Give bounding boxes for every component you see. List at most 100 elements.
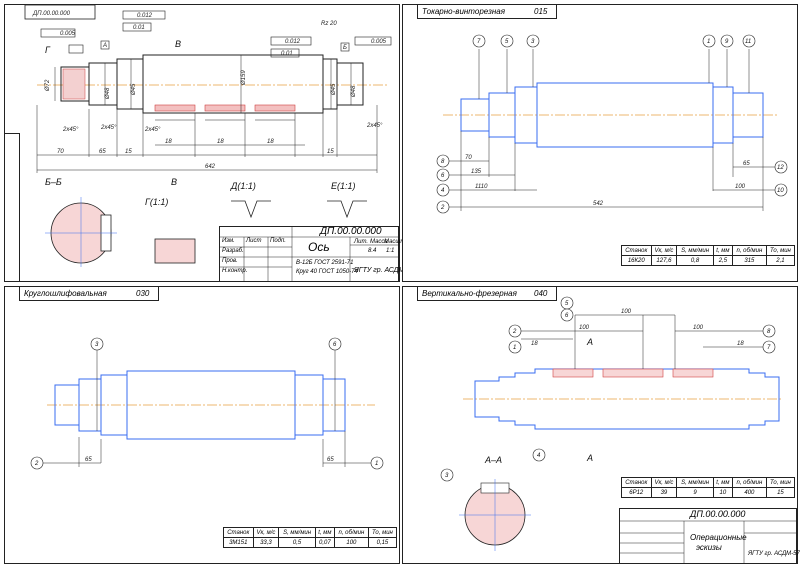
op-040-number: 040 [534,289,548,298]
dim-len-7: 15 [327,149,334,155]
op040-section-label: А–А [484,455,502,465]
view-g-label: Г [45,45,51,55]
op015-v2: 0,8 [676,255,714,266]
op040-balloon-8: 8 [767,329,771,335]
op015-balloon-1: 1 [707,39,710,45]
op-040-shaft [474,368,780,430]
tol-1: 0.005 [60,31,76,37]
op015-h0: Станок [621,245,652,256]
op040-h4: n, об/мин [731,477,767,488]
title-row-5: Разраб. [222,248,244,254]
keyway-hatch [154,104,296,112]
left-stamp-column [4,133,20,282]
op030-v1: 33,3 [252,537,280,548]
op040-v2: 9 [676,487,714,498]
op015-h1: Vк, м/с [650,245,678,256]
op-030-number: 030 [136,289,150,298]
op-040-title-block: ДП.00.00.000 Операционные эскизы ЯГТУ гр… [619,508,800,564]
chamfer-1: 2x45° [62,127,79,133]
op040-dim-100a: 100 [579,325,590,331]
op030-balloon-2: 2 [34,461,39,467]
dim-len-5: 18 [217,139,224,145]
view-arrow-v: В [171,177,177,187]
op-015-number: 015 [534,7,548,16]
op030-h3: t, мм [314,527,335,538]
op015-h3: t, мм [712,245,733,256]
op015-balloon-10: 10 [777,188,784,194]
op015-balloon-7: 7 [477,39,481,45]
drawing-title-block: ДП.00.00.000 Ось В-12Б ГОСТ 2591-71 Круг… [219,226,414,282]
op-040-keyways [552,368,714,378]
op040-balloon-4: 4 [537,453,541,459]
title-doc-code: ДП.00.00.000 [320,226,382,237]
section-d-label: Д(1:1) [230,181,256,191]
dim-d4: Ø159 [241,70,247,86]
op015-v5: 2,1 [765,255,796,266]
chamfer-4: 2x45° [366,123,383,129]
op015-balloon-9: 9 [725,39,729,45]
roughness-symbol: Rz 20 [321,21,337,27]
op030-balloon-1: 1 [375,461,378,467]
op030-h0: Станок [223,527,254,538]
title-mass-label: Масса [370,239,388,245]
op030-h5: То, мин [367,527,398,538]
dim-len-3: 15 [125,149,132,155]
dim-len-4: 18 [165,139,172,145]
section-bb-label: Б–Б [45,177,62,187]
dim-d6: Ø48 [351,85,357,98]
op030-v2: 0,5 [278,537,316,548]
op030-h1: Vк, м/с [252,527,280,538]
op030-balloon-6: 6 [333,342,337,348]
title-lit: Лит. [354,239,369,245]
op-015-param-table: Станок Vк, м/с S, мм/мин t, мм n, об/мин… [621,245,796,266]
title-part-name: Ось [308,240,330,254]
op-030-tab: Круглошлифовальная 030 [19,286,159,301]
op040-balloon-3: 3 [445,473,449,479]
title-org: ЯГТУ гр. АСДМ-57 [354,267,415,274]
op015-dim-135: 135 [471,169,482,175]
op040-balloon-1: 1 [513,345,516,351]
tol-2: 0.012 [137,13,153,19]
op030-v5: 0,15 [367,537,398,548]
sheet-part-drawing: Ø72 Ø48 Ø45 Ø159 Ø45 Ø48 70 65 [4,4,414,282]
title-scale-label: Масштаб [384,239,413,245]
op030-balloon-3: 3 [95,342,99,348]
op-040-tab: Вертикально-фрезерная 040 [417,286,557,301]
op015-v4: 315 [731,255,767,266]
title-row-0: Изм. [222,238,235,244]
op015-balloon-4: 4 [441,188,445,194]
op015-h4: n, об/мин [731,245,767,256]
op-030-title: Круглошлифовальная [24,289,107,298]
title-material-1: В-12Б ГОСТ 2591-71 [296,260,354,266]
op015-dim-542: 542 [593,201,604,207]
op040-doc-title-2: эскизы [696,543,722,552]
op015-balloon-6: 6 [441,173,445,179]
title-row-6: Пров. [222,258,238,264]
datum-b: Б [343,45,347,51]
op015-v1: 127,6 [650,255,678,266]
op015-h2: S, мм/мин [676,245,714,256]
op040-dim-18b: 18 [737,341,744,347]
dim-len-1: 70 [57,149,64,155]
op-015-drawing-svg: 7 5 3 1 9 11 8 6 4 2 12 10 70 135 1110 5… [436,34,788,214]
op040-v3: 10 [712,487,733,498]
op040-h2: S, мм/мин [676,477,714,488]
op-040-title: Вертикально-фрезерная [422,289,517,298]
op040-doc-code: ДП.00.00.000 [690,509,746,519]
tol-6: 0.005 [371,39,387,45]
title-mass: 8.4 [368,248,377,254]
op-040-param-table: Станок Vк, м/с S, мм/мин t, мм n, об/мин… [621,477,796,498]
section-d-profile [231,200,271,219]
section-e-profile [327,200,367,219]
op040-balloon-5: 5 [565,301,569,307]
op040-h5: То, мин [765,477,796,488]
op040-view-a-top: А [586,337,593,347]
op-030-param-table: Станок Vк, м/с S, мм/мин t, мм n, об/мин… [223,527,398,548]
op015-dim-1110: 1110 [475,184,488,190]
op015-v3: 2,5 [712,255,733,266]
tol-5: 0.01 [281,51,293,57]
section-g-detail [154,238,196,264]
sheet-op-015: Токарно-винторезная 015 [402,4,798,282]
op015-balloon-8: 8 [441,159,445,165]
end-thread-hatch [62,68,86,100]
